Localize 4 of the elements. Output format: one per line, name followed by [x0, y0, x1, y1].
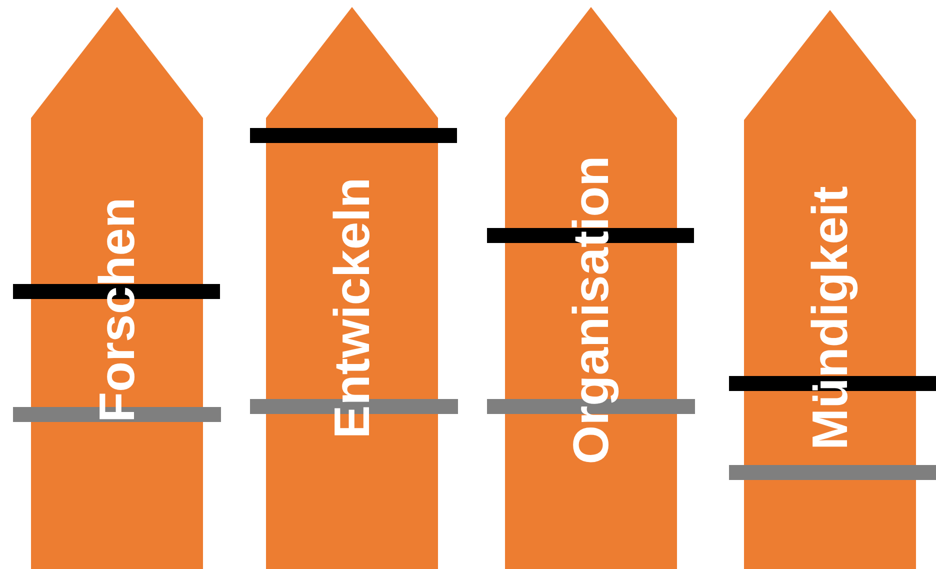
arrow-label: Entwickeln	[327, 177, 377, 439]
arrow-label: Forschen	[92, 197, 142, 423]
level-marker-bar	[250, 128, 457, 143]
baseline-marker-bar	[729, 465, 936, 480]
